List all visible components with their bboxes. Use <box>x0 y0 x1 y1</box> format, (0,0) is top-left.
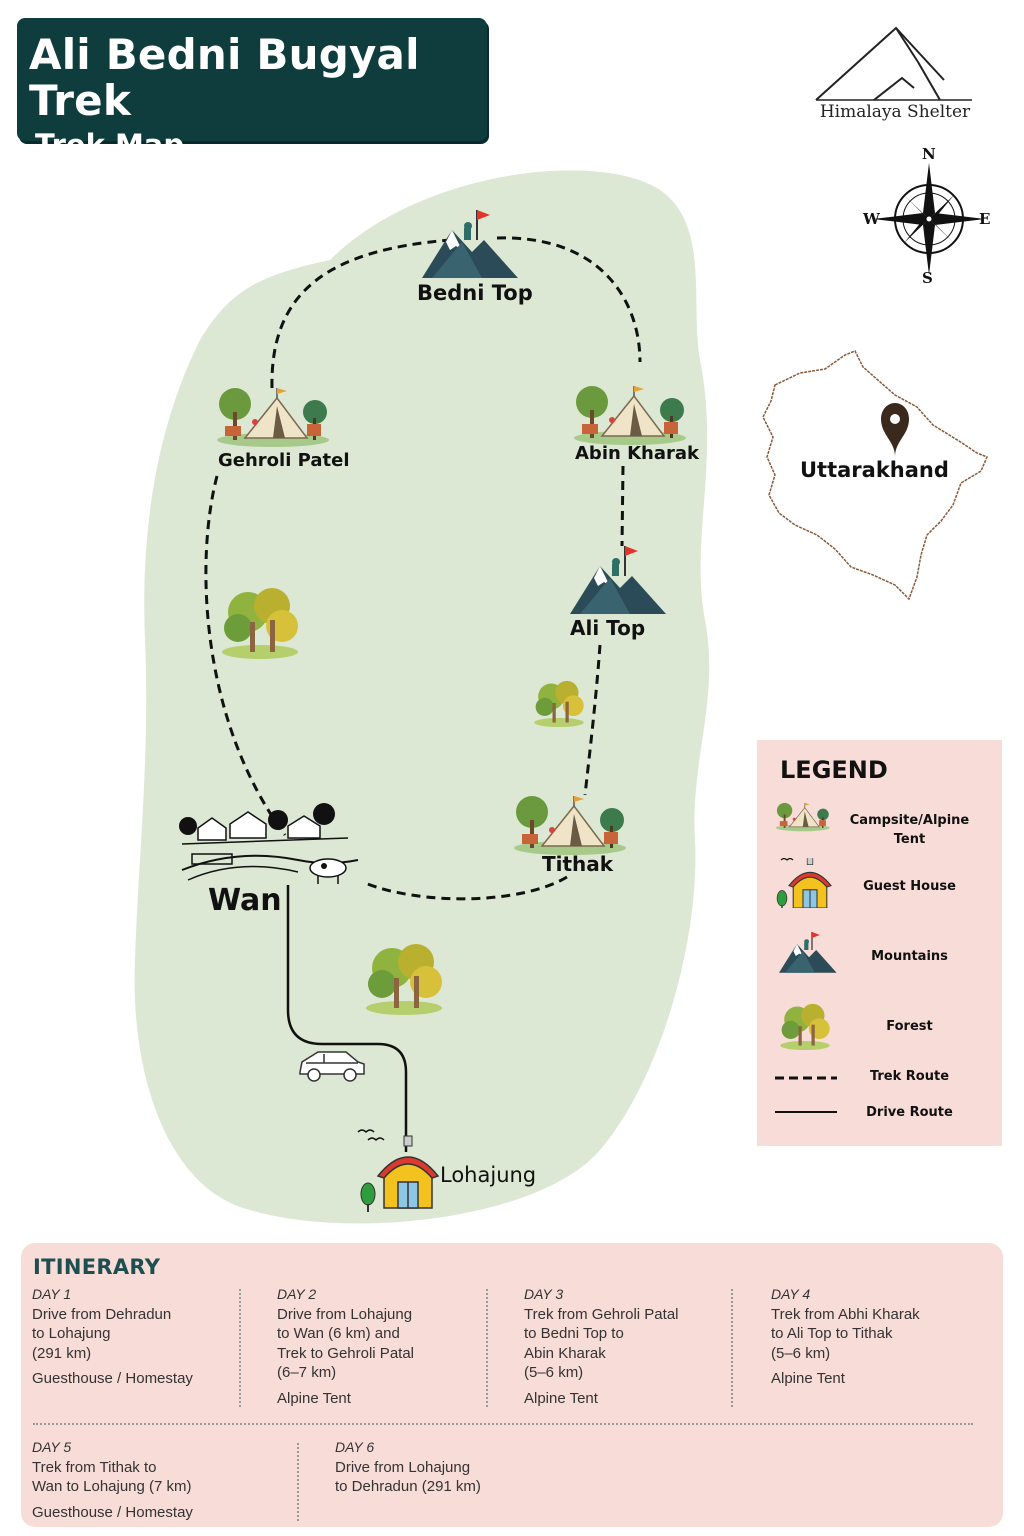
map-terrain <box>134 170 710 1224</box>
divider <box>486 1289 488 1407</box>
itinerary-title: ITINERARY <box>33 1255 161 1279</box>
page-title: Ali Bedni Bugyal Trek <box>29 30 420 126</box>
forest-icon <box>780 1003 830 1050</box>
location-pin-icon <box>881 403 909 457</box>
label-gehroli-patel: Gehroli Patel <box>218 450 350 471</box>
compass-e: E <box>979 210 991 228</box>
itinerary-day-4: DAY 4 Trek from Abhi Kharak to Ali Top t… <box>771 1286 920 1387</box>
drive-route <box>286 885 408 1152</box>
mountain-logo-icon <box>815 26 972 101</box>
itinerary-day-2: DAY 2 Drive from Lohajung to Wan (6 km) … <box>277 1286 414 1407</box>
brand-logo: Himalaya Shelter <box>810 22 985 132</box>
label-lohajung: Lohajung <box>440 1163 537 1187</box>
itinerary-day-5: DAY 5 Trek from Tithak to Wan to Lohajun… <box>32 1439 193 1521</box>
divider <box>731 1289 733 1407</box>
legend-panel: LEGEND Campsite/Alpine Tent Guest House … <box>757 740 1002 1146</box>
label-uttarakhand: Uttarakhand <box>800 458 949 482</box>
forest-icon-1 <box>222 588 298 659</box>
birds-icon <box>357 1129 385 1142</box>
itinerary-day-1: DAY 1 Drive from Dehradun to Lohajung (2… <box>32 1286 193 1387</box>
page-subtitle: Trek Map <box>35 128 185 163</box>
compass-rose: N S E W <box>858 145 998 290</box>
tent-icon <box>775 802 831 832</box>
compass-w: W <box>863 210 880 228</box>
trek-route <box>204 236 642 901</box>
label-abin-kharak: Abin Kharak <box>575 443 699 464</box>
brand-name: Himalaya Shelter <box>819 102 971 122</box>
guesthouse-icon <box>776 858 832 908</box>
forest-icon-2 <box>366 944 442 1015</box>
divider <box>33 1423 973 1425</box>
forest-icon-3 <box>534 680 584 728</box>
compass-s: S <box>922 269 933 287</box>
label-ali-top: Ali Top <box>570 616 646 640</box>
trek-route-line-icon <box>775 1076 837 1080</box>
legend-title: LEGEND <box>780 756 888 784</box>
car-icon <box>299 1051 365 1082</box>
label-wan: Wan <box>208 883 282 918</box>
mountain-icon <box>778 931 838 974</box>
compass-icon <box>873 163 985 275</box>
uttarakhand-inset-map <box>762 350 988 601</box>
label-bedni-top: Bedni Top <box>417 281 533 305</box>
itinerary-panel: ITINERARY DAY 1 Drive from Dehradun to L… <box>21 1243 1003 1527</box>
village-icon <box>179 803 359 884</box>
title-box: Ali Bedni Bugyal Trek Trek Map <box>17 18 487 162</box>
label-tithak: Tithak <box>542 852 614 876</box>
compass-n: N <box>922 145 936 163</box>
itinerary-day-3: DAY 3 Trek from Gehroli Patal to Bedni T… <box>524 1286 679 1407</box>
divider <box>239 1289 241 1407</box>
drive-route-line-icon <box>775 1111 837 1113</box>
itinerary-day-6: DAY 6 Drive from Lohajung to Dehradun (2… <box>335 1439 481 1495</box>
divider <box>297 1443 299 1521</box>
trek-map <box>134 170 710 1224</box>
